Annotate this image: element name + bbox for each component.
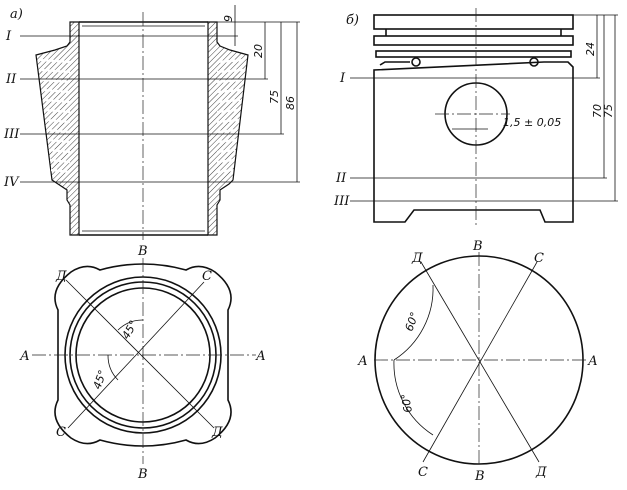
- dimension-9: 9: [222, 15, 235, 22]
- dimension-70: 70: [591, 104, 604, 118]
- piston-axis-A-left: А: [357, 354, 368, 369]
- angle-45-upper: 45°: [119, 318, 140, 341]
- section-label-III: III: [3, 127, 20, 142]
- section-label-II: II: [5, 72, 17, 87]
- axis-label-D-top: Д: [55, 269, 67, 284]
- piston-cross-section: А А В В Д Д С С 60° 60°: [357, 239, 598, 484]
- piston-ring-1: [373, 14, 574, 30]
- section-label-IV: IV: [3, 175, 20, 190]
- axis-label-A-right: А: [255, 349, 266, 364]
- piston-axis-D-bottom: Д: [535, 465, 547, 480]
- cooling-fins: [39, 58, 245, 174]
- piston-section-III: III: [333, 194, 350, 209]
- angle-60-upper: 60°: [403, 310, 422, 333]
- dimension-75-piston: 75: [602, 104, 615, 118]
- axis-label-C-bottom: С: [56, 425, 66, 440]
- piston-axis-C-bottom: С: [418, 465, 428, 480]
- piston-side-view: б) 1,5 ± 0,05 I II III 24 70 75: [333, 8, 618, 228]
- panel-a-label: а): [10, 7, 23, 22]
- dimension-20: 20: [252, 44, 265, 58]
- piston-section-II: II: [335, 171, 347, 186]
- piston-axis-B-bottom: В: [474, 469, 485, 484]
- dimension-75: 75: [268, 90, 281, 104]
- axis-label-D-bottom: Д: [211, 425, 223, 440]
- axis-label-B-top: В: [137, 244, 148, 259]
- piston-ring-3: [375, 50, 572, 58]
- cylinder-left-wall: [35, 21, 80, 236]
- angle-60-lower: 60°: [399, 392, 415, 413]
- axis-label-C-top: С: [202, 269, 212, 284]
- finned-outline: [54, 263, 232, 447]
- panel-b-label: б): [346, 13, 359, 28]
- piston-axis-A-right: А: [587, 354, 598, 369]
- piston-axis-C-top: С: [534, 251, 544, 266]
- angle-45-lower: 45°: [91, 368, 110, 391]
- piston-axis-D-top: Д: [411, 251, 423, 266]
- pin-offset-tolerance: 1,5 ± 0,05: [503, 116, 561, 129]
- axis-label-B-bottom: В: [137, 467, 148, 482]
- dimension-86: 86: [284, 96, 297, 110]
- dimension-24: 24: [584, 42, 597, 56]
- piston-ring-2: [373, 35, 574, 46]
- axis-label-A-left: А: [19, 349, 30, 364]
- cylinder-cross-section: А А В В Д Д С С 45° 45°: [19, 244, 266, 482]
- piston-body: [373, 61, 574, 223]
- section-label-I: I: [5, 29, 12, 44]
- cylinder-section-view: а) I II III IV: [3, 5, 300, 240]
- piston-section-I: I: [339, 71, 346, 86]
- piston-axis-B-top: В: [472, 239, 483, 254]
- cylinder-right-wall: [207, 21, 249, 236]
